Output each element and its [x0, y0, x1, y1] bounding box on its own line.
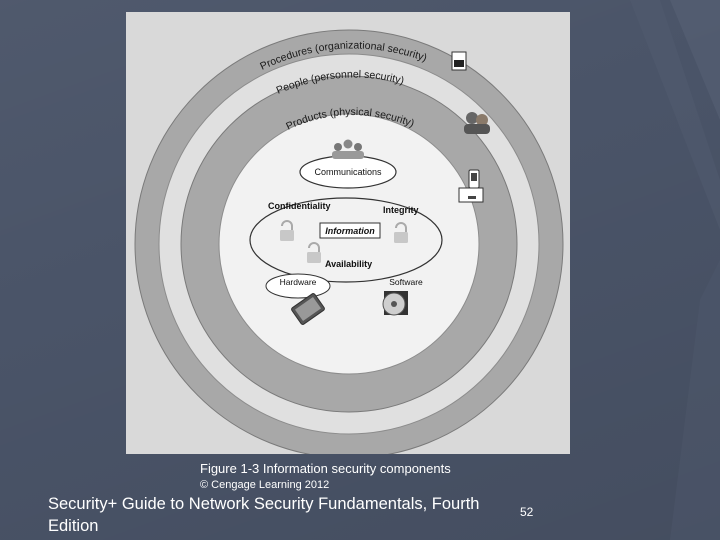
information-box	[319, 222, 381, 239]
lock-icon	[280, 220, 294, 241]
communications-label: Communications	[314, 167, 382, 177]
cd-icon	[382, 291, 408, 316]
group-icon	[332, 139, 364, 159]
page-number: 52	[520, 505, 534, 519]
core-circle	[218, 113, 480, 375]
security-components-figure: Procedures (organizational security) Peo…	[126, 12, 570, 454]
availability-label: Availability	[325, 259, 372, 269]
people-icon	[464, 112, 490, 134]
slide-footer-title: Security+ Guide to Network Security Fund…	[48, 495, 480, 535]
tablet-icon	[291, 293, 325, 325]
figure-caption: Figure 1-3 Information security componen…	[200, 461, 451, 476]
integrity-label: Integrity	[383, 205, 419, 215]
cia-oval	[249, 197, 443, 283]
information-label: Information	[325, 226, 375, 236]
figure-credit: © Cengage Learning 2012	[200, 479, 330, 491]
lock-icon	[394, 222, 408, 243]
lock-icon	[307, 242, 321, 263]
phone-icon	[458, 169, 484, 203]
software-label: Software	[389, 277, 423, 287]
hardware-label: Hardware	[280, 277, 317, 287]
hardware-oval	[265, 273, 331, 299]
confidentiality-label: Confidentiality	[268, 201, 331, 211]
document-icon	[451, 51, 467, 71]
security-diagram: Procedures (organizational security) Peo…	[134, 29, 564, 454]
